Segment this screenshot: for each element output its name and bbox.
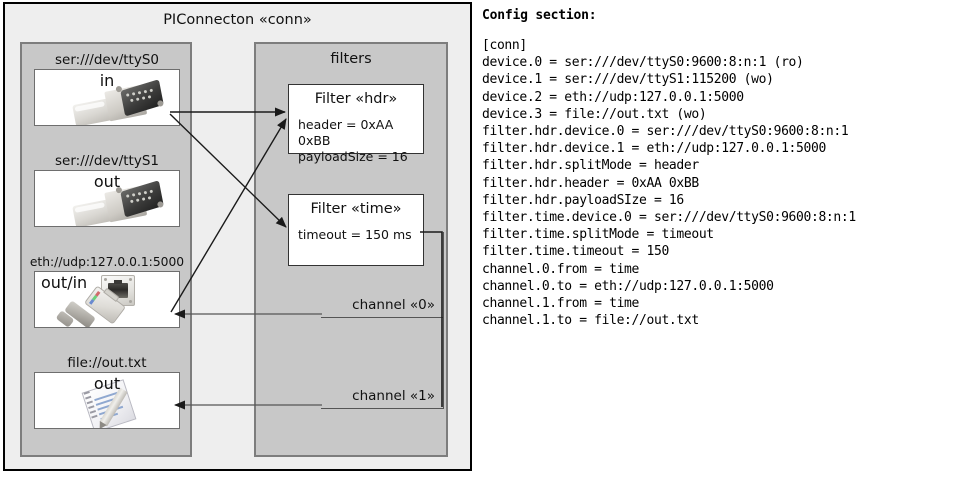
device-label-ttyS0: ser:///dev/ttyS0 bbox=[55, 52, 159, 68]
config-line: channel.1.from = time bbox=[482, 296, 640, 312]
device-box-ttyS1[interactable]: out bbox=[34, 170, 180, 227]
device-direction-ttyS0: in bbox=[99, 71, 115, 90]
channel-box-0[interactable]: channel «0» bbox=[321, 232, 444, 318]
filters-panel: filters Filter «hdr» header = 0xAA 0xBB … bbox=[254, 42, 448, 457]
device-box-file[interactable]: out bbox=[34, 372, 180, 429]
config-line: device.3 = file://out.txt (wo) bbox=[482, 106, 707, 122]
ethernet-jack-icon bbox=[35, 272, 179, 327]
device-direction-eth: out/in bbox=[41, 273, 88, 292]
config-line: device.0 = ser:///dev/ttyS0:9600:8:n:1 (… bbox=[482, 55, 804, 71]
filters-panel-title: filters bbox=[330, 51, 372, 67]
device-direction-file: out bbox=[93, 374, 121, 393]
config-line: channel.1.to = file://out.txt bbox=[482, 313, 699, 329]
device-label-ttyS1: ser:///dev/ttyS1 bbox=[55, 153, 159, 169]
filter-prop-time-timeout: timeout = 150 ms bbox=[298, 227, 412, 242]
config-line: filter.hdr.payloadSIze = 16 bbox=[482, 192, 684, 208]
config-line: device.1 = ser:///dev/ttyS1:115200 (wo) bbox=[482, 72, 774, 88]
devices-panel: ser:///dev/ttyS0 in bbox=[20, 42, 192, 457]
config-line: channel.0.from = time bbox=[482, 261, 640, 277]
filter-box-time[interactable]: Filter «time» timeout = 150 ms bbox=[288, 194, 424, 266]
device-block-ttyS0[interactable]: ser:///dev/ttyS0 in bbox=[34, 52, 180, 126]
connector-diagram: PIConnecton «conn» ser:///dev/ttyS0 in bbox=[3, 2, 472, 471]
filter-title-hdr: Filter «hdr» bbox=[314, 91, 398, 107]
filter-box-hdr[interactable]: Filter «hdr» header = 0xAA 0xBB payloadS… bbox=[288, 84, 424, 164]
device-block-ttyS1[interactable]: ser:///dev/ttyS1 out bbox=[34, 153, 180, 227]
config-line: filter.hdr.device.0 = ser:///dev/ttyS0:9… bbox=[482, 124, 849, 140]
config-line: filter.time.device.0 = ser:///dev/ttyS0:… bbox=[482, 210, 856, 226]
filter-prop-hdr-payloadsize: payloadSize = 16 bbox=[298, 149, 408, 164]
filter-title-time: Filter «time» bbox=[310, 201, 402, 217]
config-line: filter.hdr.device.1 = eth://udp:127.0.0.… bbox=[482, 141, 826, 157]
config-line: filter.hdr.splitMode = header bbox=[482, 158, 699, 174]
config-lines: [conn] device.0 = ser:///dev/ttyS0:9600:8… bbox=[482, 37, 960, 329]
device-block-file[interactable]: file://out.txt out bbox=[34, 355, 180, 429]
config-line: filter.time.splitMode = timeout bbox=[482, 227, 714, 243]
config-line: filter.time.timeout = 150 bbox=[482, 244, 669, 260]
device-label-file: file://out.txt bbox=[67, 355, 147, 371]
config-line: [conn] bbox=[482, 38, 527, 53]
config-heading: Config section: bbox=[482, 8, 597, 23]
device-label-eth: eth://udp:127.0.0.1:5000 bbox=[29, 255, 185, 269]
config-line: channel.0.to = eth://udp:127.0.0.1:5000 bbox=[482, 278, 774, 294]
device-box-eth[interactable]: out/in bbox=[34, 271, 180, 328]
device-block-eth[interactable]: eth://udp:127.0.0.1:5000 out/in bbox=[30, 254, 184, 328]
device-box-ttyS0[interactable]: in bbox=[34, 69, 180, 126]
channel-label-1: channel «1» bbox=[352, 388, 435, 404]
config-line: device.2 = eth://udp:127.0.0.1:5000 bbox=[482, 89, 744, 105]
filter-prop-hdr-header: header = 0xAA 0xBB bbox=[298, 117, 394, 148]
diagram-title: PIConnecton «conn» bbox=[163, 12, 312, 28]
channel-box-1[interactable]: channel «1» bbox=[321, 318, 444, 409]
config-section: Config section: [conn] device.0 = ser:///… bbox=[482, 8, 960, 329]
config-line: filter.hdr.header = 0xAA 0xBB bbox=[482, 175, 699, 191]
channel-label-0: channel «0» bbox=[352, 297, 435, 313]
device-direction-ttyS1: out bbox=[93, 172, 121, 191]
